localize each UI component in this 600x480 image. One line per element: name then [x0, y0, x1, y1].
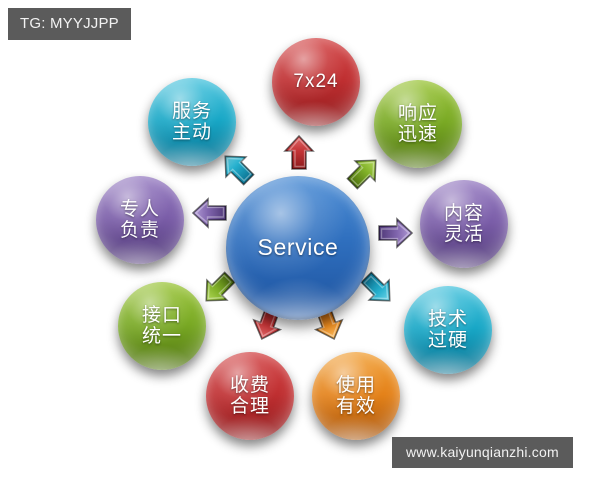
node-zhuanren-fuze[interactable]: 专人 负责 [96, 176, 184, 264]
node-shiyong-youxiao[interactable]: 使用 有效 [312, 352, 400, 440]
arrow-to-node-7 [188, 190, 234, 236]
node-label-line-2: 负责 [119, 220, 160, 241]
node-label-line-2: 主动 [171, 122, 212, 143]
node-label-line-1: 7x24 [293, 71, 339, 93]
node-jiekou-tongyi[interactable]: 接口 统一 [118, 282, 206, 370]
node-label-line-2: 统一 [141, 326, 182, 347]
node-7x24[interactable]: 7x24 [272, 38, 360, 126]
node-neirong-linghuo[interactable]: 内容 灵活 [420, 180, 508, 268]
node-jishu-guoying[interactable]: 技术 过硬 [404, 286, 492, 374]
node-label-line-2: 过硬 [427, 330, 468, 351]
node-label-line-1: 接口 [141, 304, 182, 326]
node-label-line-2: 灵活 [443, 224, 484, 245]
node-label-line-1: 响应 [397, 102, 438, 124]
node-fuwu-zhudong[interactable]: 服务 主动 [148, 78, 236, 166]
watermark-top-left: TG: MYYJJPP [8, 8, 131, 40]
node-label-line-1: 收费 [229, 374, 270, 396]
arrow-to-node-0 [276, 131, 322, 177]
node-label-line-1: 技术 [427, 308, 468, 330]
node-label-line-2: 迅速 [397, 124, 438, 145]
node-label-line-1: 服务 [171, 100, 212, 122]
node-label-line-1: 专人 [119, 198, 160, 220]
node-xiangying-xunsu[interactable]: 响应 迅速 [374, 80, 462, 168]
node-label-line-1: 内容 [443, 202, 484, 224]
node-shoufei-heli[interactable]: 收费 合理 [206, 352, 294, 440]
hub-node-service[interactable]: Service [226, 176, 370, 320]
node-label-line-2: 合理 [229, 396, 270, 417]
watermark-bottom-right: www.kaiyunqianzhi.com [392, 437, 573, 468]
arrow-to-node-1 [340, 150, 386, 196]
node-label-line-2: 有效 [335, 396, 376, 417]
hub-label: Service [257, 234, 339, 261]
node-label-line-1: 使用 [335, 374, 376, 396]
arrow-to-node-2 [371, 210, 417, 256]
